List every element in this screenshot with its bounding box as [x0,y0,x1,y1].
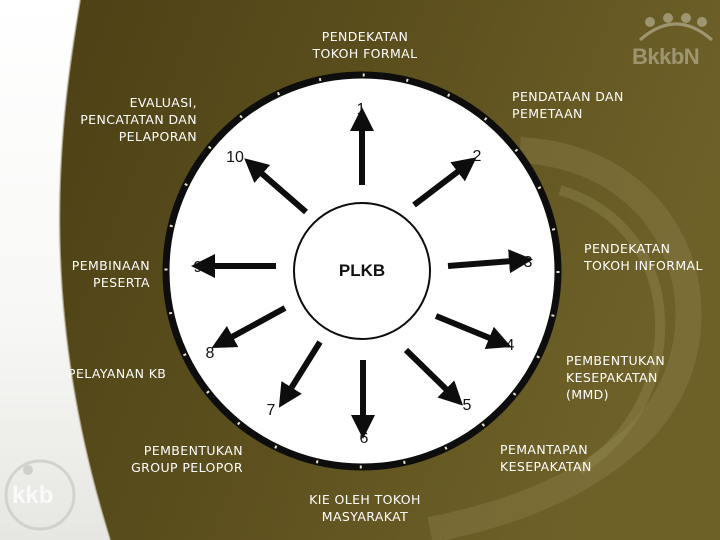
step-label-3: PENDEKATAN TOKOH INFORMAL [584,240,703,274]
step-label-4-line-1: PEMBENTUKAN [566,353,666,368]
step-label-6-line-1: KIE OLEH TOKOH [309,492,421,507]
step-number-6: 6 [359,430,369,447]
step-label-1-line-2: TOKOH FORMAL [312,46,418,61]
step-number-5: 5 [462,397,472,414]
step-label-7: PEMBENTUKAN GROUP PELOPOR [100,442,243,476]
step-label-4: PEMBENTUKAN KESEPAKATAN (MMD) [566,352,665,403]
kkb-logo-text: kkb [12,482,54,509]
step-label-7-line-1: PEMBENTUKAN [143,443,243,458]
step-label-10-line-3: PELAPORAN [118,129,197,144]
step-label-10-line-1: EVALUASI, [129,95,197,110]
step-label-5: PEMANTAPAN KESEPAKATAN [500,441,592,475]
arrow-4 [434,313,512,349]
step-label-3-line-1: PENDEKATAN [584,241,671,256]
bkkbn-logo [639,13,713,42]
step-label-10: EVALUASI, PENCATATAN DAN PELAPORAN [50,94,197,145]
step-label-2-line-2: PEMETAAN [512,106,583,121]
step-number-1: 1 [356,101,366,118]
step-label-10-line-2: PENCATATAN DAN [80,112,197,127]
arrow-5 [403,347,464,406]
step-label-9-line-2: PESERTA [92,275,150,290]
step-label-1: PENDEKATAN TOKOH FORMAL [300,28,430,62]
panel-edge [58,0,111,540]
arrows [191,107,533,439]
step-number-4: 4 [505,337,515,354]
step-label-5-line-1: PEMANTAPAN [500,442,588,457]
center-circle [293,202,431,340]
step-label-8: PELAYANAN KB [68,365,166,382]
step-number-8: 8 [205,345,215,362]
left-white-panel [0,0,110,540]
step-label-9: PEMBINAAN PESERTA [40,257,150,291]
step-label-9-line-1: PEMBINAAN [71,258,150,273]
step-label-4-line-2: KESEPAKATAN [566,370,658,385]
step-label-2: PENDATAAN DAN PEMETAAN [512,88,624,122]
swirl-decoration-inner [558,185,666,475]
step-number-7: 7 [266,402,276,419]
step-number-10: 10 [226,149,244,166]
step-number-9: 9 [193,259,203,276]
arrow-3 [447,249,533,274]
step-label-6-line-2: MASYARAKAT [321,509,409,524]
step-number-3: 3 [523,254,533,271]
arrow-8 [211,305,287,349]
step-label-3-line-2: TOKOH INFORMAL [584,258,703,273]
step-label-8-line-1: PELAYANAN KB [68,366,167,381]
arrow-10 [244,158,308,215]
arrow-7 [278,340,323,408]
kkb-logo [4,459,76,531]
outer-ring-dashes [164,73,560,469]
step-number-2: 2 [472,148,482,165]
center-label: PLKB [338,261,386,280]
step-label-5-line-2: KESEPAKATAN [500,459,592,474]
step-label-2-line-1: PENDATAAN DAN [512,89,624,104]
step-label-1-line-1: PENDEKATAN [321,29,409,44]
swirl-decoration [427,137,702,540]
bkkbn-logo-text: BkkbN [632,44,700,69]
step-label-7-line-2: GROUP PELOPOR [131,460,243,475]
step-label-6: KIE OLEH TOKOH MASYARAKAT [295,491,435,525]
step-label-4-line-3: (MMD) [566,387,609,402]
arrow-2 [412,157,477,208]
